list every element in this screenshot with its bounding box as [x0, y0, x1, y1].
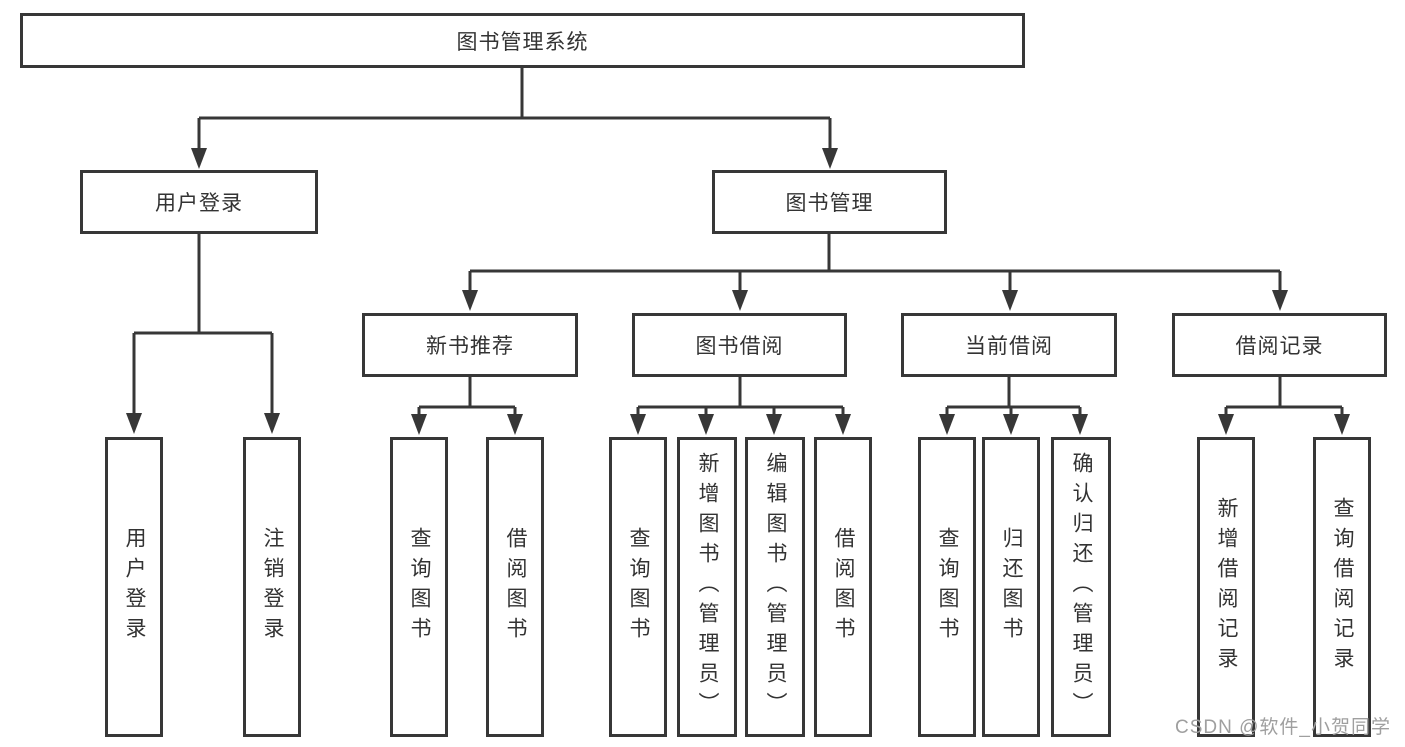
arrow-g2-l2 [698, 414, 714, 435]
leaf-add-books-admin: 新增图书（管理员） [677, 437, 737, 737]
arrow-logout-leaf [264, 413, 280, 434]
arrow-login-leaf [126, 413, 142, 434]
leaf-return-books: 归还图书 [982, 437, 1040, 737]
arrow-current-borrowing [1002, 290, 1018, 311]
leaf-logout-label: 注销登录 [261, 527, 284, 647]
leaf-confirm-return-admin: 确认归还（管理员） [1051, 437, 1111, 737]
node-book-borrowing-label: 图书借阅 [695, 335, 784, 358]
node-book-management-label: 图书管理 [785, 192, 874, 215]
leaf-edit-books-admin-label: 编辑图书（管理员） [764, 452, 787, 722]
arrow-new-book [462, 290, 478, 311]
leaf-query-books-3: 查询图书 [918, 437, 976, 737]
arrow-g4-l1 [1218, 414, 1234, 435]
leaf-borrow-books-2-label: 借阅图书 [832, 527, 855, 647]
leaf-logout: 注销登录 [243, 437, 301, 737]
node-borrowing-records: 借阅记录 [1172, 313, 1387, 377]
leaf-query-books-1-label: 查询图书 [408, 527, 431, 647]
leaf-user-login: 用户登录 [105, 437, 163, 737]
leaf-query-books-3-label: 查询图书 [936, 527, 959, 647]
leaf-borrow-books-1: 借阅图书 [486, 437, 544, 737]
arrow-g1-l1 [411, 414, 427, 435]
node-new-book-recommendation-label: 新书推荐 [426, 335, 514, 358]
leaf-query-borrow-record-label: 查询借阅记录 [1331, 497, 1354, 677]
arrow-g3-l3 [1072, 414, 1088, 435]
leaf-query-books-2: 查询图书 [609, 437, 667, 737]
arrow-g3-l2 [1003, 414, 1019, 435]
arrow-g3-l1 [939, 414, 955, 435]
leaf-borrow-books-2: 借阅图书 [814, 437, 872, 737]
csdn-watermark: CSDN @软件_小贺同学 [1175, 717, 1391, 738]
leaf-user-login-label: 用户登录 [123, 527, 146, 647]
node-current-borrowing-label: 当前借阅 [965, 335, 1053, 358]
node-book-management: 图书管理 [712, 170, 947, 234]
arrow-g2-l1 [630, 414, 646, 435]
leaf-edit-books-admin: 编辑图书（管理员） [745, 437, 805, 737]
leaf-confirm-return-admin-label: 确认归还（管理员） [1070, 452, 1093, 722]
arrow-user-login [191, 148, 207, 169]
leaf-query-books-2-label: 查询图书 [627, 527, 650, 647]
leaf-add-borrow-record-label: 新增借阅记录 [1215, 497, 1238, 677]
leaf-return-books-label: 归还图书 [1000, 527, 1023, 647]
node-borrowing-records-label: 借阅记录 [1235, 335, 1324, 358]
node-current-borrowing: 当前借阅 [901, 313, 1117, 377]
arrow-g4-l2 [1334, 414, 1350, 435]
arrow-book-management [822, 148, 838, 169]
arrow-g2-l4 [835, 414, 851, 435]
arrow-borrowing-records [1272, 290, 1288, 311]
leaf-borrow-books-1-label: 借阅图书 [504, 527, 527, 647]
leaf-add-books-admin-label: 新增图书（管理员） [696, 452, 719, 722]
node-library-management-system: 图书管理系统 [20, 13, 1025, 68]
leaf-query-books-1: 查询图书 [390, 437, 448, 737]
arrow-g2-l3 [766, 414, 782, 435]
leaf-query-borrow-record: 查询借阅记录 [1313, 437, 1371, 737]
node-user-login: 用户登录 [80, 170, 318, 234]
node-book-borrowing: 图书借阅 [632, 313, 847, 377]
node-user-login-label: 用户登录 [155, 192, 243, 215]
arrow-book-borrowing [732, 290, 748, 311]
node-new-book-recommendation: 新书推荐 [362, 313, 578, 377]
arrow-g1-l2 [507, 414, 523, 435]
leaf-add-borrow-record: 新增借阅记录 [1197, 437, 1255, 737]
node-library-management-system-label: 图书管理系统 [456, 30, 589, 54]
